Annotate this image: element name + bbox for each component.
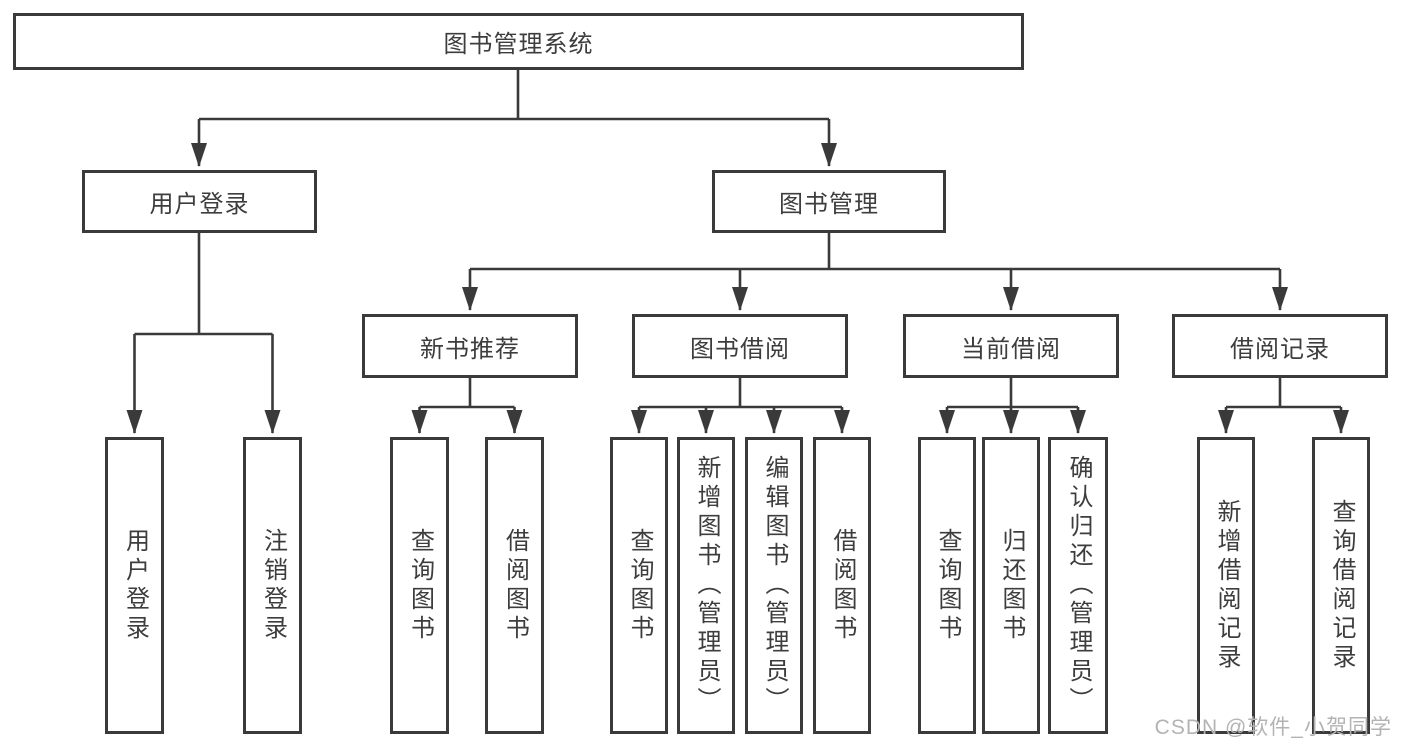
leaf-records-add-label: 新增借阅记录 bbox=[1213, 498, 1240, 673]
leaf-records-add: 新增借阅记录 bbox=[1197, 437, 1255, 734]
node-root-system: 图书管理系统 bbox=[13, 13, 1024, 70]
node-root-label: 图书管理系统 bbox=[443, 31, 594, 58]
node-current-borrow-label: 当前借阅 bbox=[961, 335, 1061, 363]
node-book-borrow: 图书借阅 bbox=[632, 314, 848, 378]
connector-user-login-bar bbox=[134, 233, 273, 336]
leaf-current-confirm-admin-label: 确认归还（管理员） bbox=[1065, 455, 1092, 716]
connector-current-borrow-bar bbox=[947, 378, 1078, 409]
connector-book-borrow-bar bbox=[639, 378, 842, 409]
leaf-newbook-query-label: 查询图书 bbox=[406, 527, 434, 644]
leaf-newbook-borrow: 借阅图书 bbox=[485, 437, 544, 734]
leaf-borrow-edit-admin: 编辑图书（管理员） bbox=[745, 437, 803, 734]
leaf-borrow-query: 查询图书 bbox=[610, 437, 668, 734]
leaf-current-return-label: 归还图书 bbox=[998, 527, 1025, 644]
leaf-borrow-query-label: 查询图书 bbox=[626, 527, 653, 644]
leaf-borrow-edit-admin-label: 编辑图书（管理员） bbox=[761, 455, 788, 716]
node-new-book-recommend-label: 新书推荐 bbox=[420, 335, 520, 363]
leaf-newbook-borrow-label: 借阅图书 bbox=[501, 527, 529, 644]
connector-book-management-bar bbox=[470, 233, 1280, 271]
leaf-records-query-label: 查询借阅记录 bbox=[1328, 498, 1355, 673]
leaf-user-login-label: 用户登录 bbox=[121, 527, 149, 644]
node-user-login-label: 用户登录 bbox=[149, 191, 250, 218]
node-new-book-recommend: 新书推荐 bbox=[362, 314, 578, 378]
connector-new-book-bar bbox=[419, 378, 515, 409]
leaf-borrow-add-admin: 新增图书（管理员） bbox=[677, 437, 735, 734]
connector-root-bar bbox=[199, 70, 829, 121]
node-book-management-label: 图书管理 bbox=[779, 191, 879, 218]
leaf-borrow-book-label: 借阅图书 bbox=[829, 527, 856, 644]
leaf-current-return: 归还图书 bbox=[982, 437, 1040, 734]
connector-borrow-records-bar bbox=[1226, 378, 1341, 409]
leaf-records-query: 查询借阅记录 bbox=[1312, 437, 1370, 734]
node-book-management: 图书管理 bbox=[712, 170, 946, 233]
node-borrow-records-label: 借阅记录 bbox=[1230, 335, 1330, 363]
node-borrow-records: 借阅记录 bbox=[1172, 314, 1388, 378]
node-book-borrow-label: 图书借阅 bbox=[690, 335, 790, 363]
leaf-logout-label: 注销登录 bbox=[259, 527, 287, 644]
leaf-borrow-book: 借阅图书 bbox=[813, 437, 871, 734]
leaf-current-query-label: 查询图书 bbox=[934, 527, 961, 644]
leaf-logout: 注销登录 bbox=[243, 437, 302, 734]
leaf-current-query: 查询图书 bbox=[918, 437, 976, 734]
csdn-watermark: CSDN @软件_小贺同学 bbox=[1154, 716, 1392, 739]
node-current-borrow: 当前借阅 bbox=[903, 314, 1119, 378]
node-user-login: 用户登录 bbox=[82, 170, 317, 233]
leaf-current-confirm-admin: 确认归还（管理员） bbox=[1048, 437, 1108, 734]
leaf-user-login: 用户登录 bbox=[105, 437, 164, 734]
leaf-newbook-query: 查询图书 bbox=[390, 437, 449, 734]
leaf-borrow-add-admin-label: 新增图书（管理员） bbox=[693, 455, 720, 716]
